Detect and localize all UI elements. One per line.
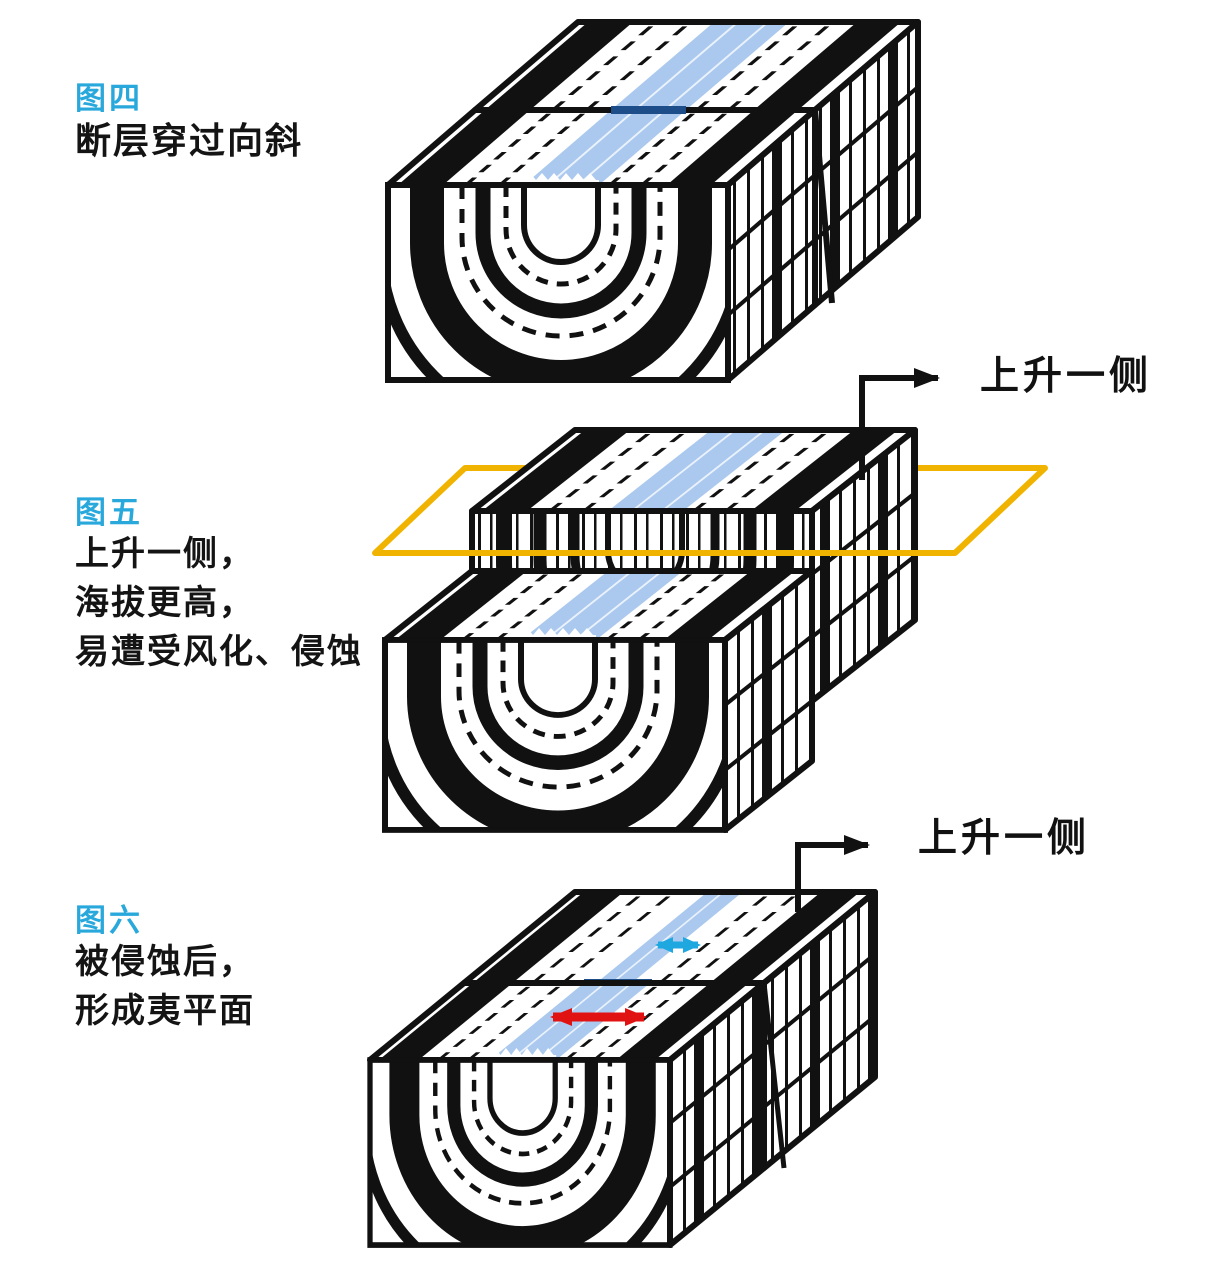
fig5-caption-line: 海拔更高， (75, 584, 255, 623)
fig5-erosion-plane-front-edge (375, 465, 1048, 556)
fig6-rise-label: 上升一侧 (918, 817, 1091, 860)
fig6-caption-line: 被侵蚀后， (75, 943, 255, 982)
fig4-tag: 图四 (75, 81, 143, 116)
fig5-caption-line: 上升一侧， (75, 535, 255, 574)
fig6-front-slab (284, 983, 764, 1280)
fig5-block-diagram (370, 360, 1070, 840)
fig4-caption-line: 断层穿过向斜 (75, 120, 304, 162)
fig6-rise-arrow (795, 835, 870, 912)
fig5-tag: 图五 (75, 495, 143, 530)
fig5-label: 图五 上升一侧， 海拔更高， 易遭受风化、侵蚀 (75, 495, 363, 677)
fig4-front-slab (291, 110, 831, 531)
fig6-eroded-back-slab (464, 892, 875, 1168)
fig5-caption-line: 易遭受风化、侵蚀 (75, 633, 363, 672)
fig6-tag: 图六 (75, 903, 143, 938)
fig4-label: 图四 断层穿过向斜 (75, 81, 304, 165)
fig6-label: 图六 被侵蚀后， 形成夷平面 (75, 903, 255, 1036)
fig5-rise-arrow (859, 368, 940, 480)
fig4-fault-trace (475, 106, 835, 304)
fig5-rise-label: 上升一侧 (980, 355, 1153, 398)
fig6-block-diagram (360, 875, 1020, 1280)
fig4-block-diagram (380, 5, 950, 405)
fig6-caption-line: 形成夷平面 (75, 992, 255, 1031)
